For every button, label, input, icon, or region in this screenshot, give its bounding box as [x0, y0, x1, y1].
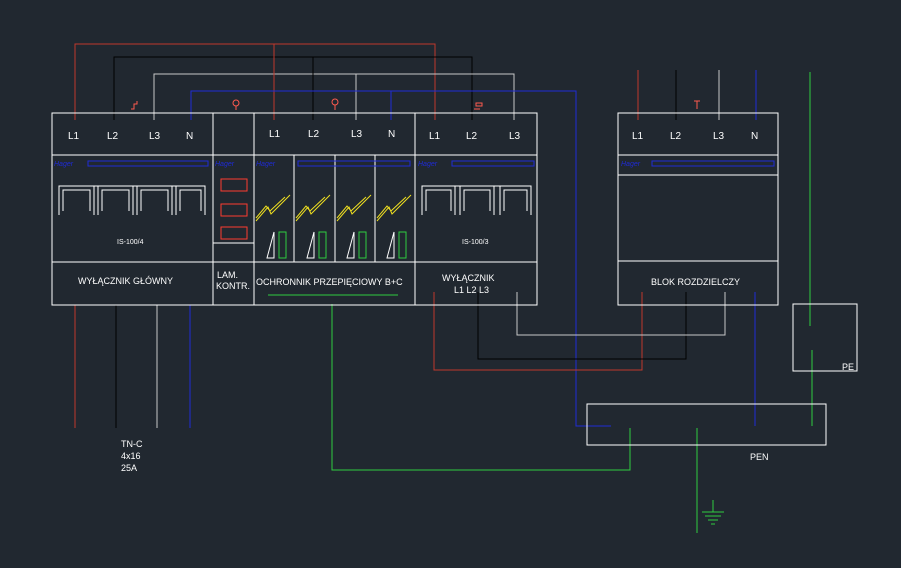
position-markers: [131, 98, 700, 110]
surge-terminal-l1: L1: [269, 129, 281, 140]
wire-surge-pe: [331, 304, 631, 471]
switch-l123-brand: Hager: [418, 161, 438, 168]
dist-terminal-l3: L3: [713, 131, 725, 142]
dist-terminal-l1: L1: [632, 131, 644, 142]
switch-l123-terminal-l2: L2: [466, 131, 478, 142]
wire-l2-top: [113, 56, 473, 120]
supply-cable: 4x16: [121, 451, 141, 461]
dist-terminal-n: N: [751, 131, 758, 142]
lamp-module-label-line1: LAM.: [217, 270, 238, 280]
supply-fuse: 25A: [121, 463, 137, 473]
switch-l123-terminal-l3: L3: [509, 131, 521, 142]
distribution-block-brand: Hager: [621, 161, 641, 168]
lightning-icons: [255, 194, 412, 222]
surge-indicators: [266, 231, 407, 259]
switch-l123-body: [414, 112, 538, 306]
wire-link-l2: [477, 292, 687, 360]
main-switch-model: IS-100/4: [117, 239, 144, 246]
main-switch-terminal-l3: L3: [149, 131, 161, 142]
indicator-lamps: [220, 178, 248, 240]
surge-terminal-n: N: [388, 129, 395, 140]
surge-terminal-l3: L3: [351, 129, 363, 140]
main-switch-handles: [58, 185, 206, 215]
surge-protector-label: OCHRONNIK PRZEPIĘCIOWY B+C: [256, 277, 403, 287]
main-switch-terminal-n: N: [186, 131, 193, 142]
wire-n-top: [190, 90, 611, 427]
dist-terminal-l2: L2: [670, 131, 682, 142]
switch-l123-handles: [421, 185, 532, 215]
surge-terminal-l2: L2: [308, 129, 320, 140]
wire-l3-top: [153, 73, 515, 120]
switch-l123-label-line2: L1 L2 L3: [454, 285, 489, 295]
main-switch-terminal-l1: L1: [68, 131, 80, 142]
switch-l123-label-line1: WYŁĄCZNIK: [442, 273, 495, 283]
ground-icon: [702, 511, 724, 525]
lamp-module-brand: Hager: [215, 161, 235, 168]
pe-bar-label: PE: [842, 362, 854, 372]
pen-bar: [586, 403, 827, 446]
pen-bar-label: PEN: [750, 452, 769, 462]
wire-link-l1: [433, 292, 643, 371]
pe-bar: [792, 303, 858, 372]
main-switch-label: WYŁĄCZNIK GŁÓWNY: [78, 276, 173, 286]
main-switch-terminal-l2: L2: [107, 131, 119, 142]
switch-l123-model: IS-100/3: [462, 239, 489, 246]
wire-l1-top: [74, 43, 436, 120]
distribution-block-body: [617, 112, 779, 306]
switch-l123-terminal-l1: L1: [429, 131, 441, 142]
distribution-block-label: BLOK ROZDZIELCZY: [651, 277, 740, 287]
lamp-module-label-line2: KONTR.: [216, 281, 250, 291]
supply-system: TN-C: [121, 439, 143, 449]
main-switch-brand: Hager: [54, 161, 74, 168]
wire-link-l3: [516, 292, 726, 336]
surge-protector-brand: Hager: [256, 161, 276, 168]
